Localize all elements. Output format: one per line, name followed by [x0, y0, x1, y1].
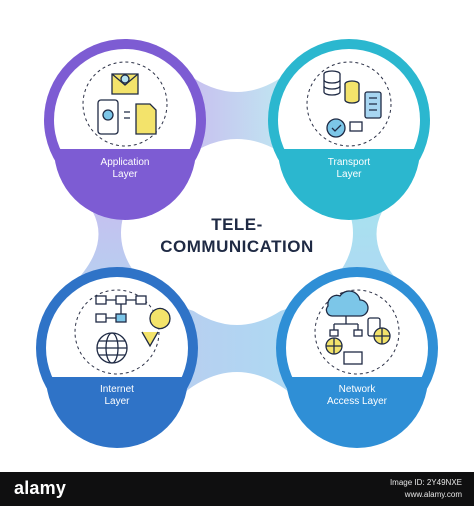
transport-icon	[323, 70, 382, 138]
node-internet-layer	[36, 267, 198, 448]
telecommunication-diagram	[36, 39, 438, 448]
node-label-line2: Layer	[112, 169, 138, 180]
node-application-layer	[44, 39, 206, 220]
node-label-line2: Layer	[336, 169, 362, 180]
internet-icon	[95, 295, 171, 364]
node-label-line1: Application	[100, 157, 150, 168]
dashed-ring	[74, 289, 160, 375]
node-label-band	[286, 377, 428, 448]
node-label-application: Application Layer	[65, 157, 185, 181]
network-access-icon	[325, 290, 391, 365]
site-url: www.alamy.com	[404, 490, 462, 499]
node-label-band	[46, 377, 188, 448]
node-label-internet: Internet Layer	[57, 384, 177, 408]
center-title: TELE- COMMUNICATION	[0, 214, 474, 258]
dashed-ring	[314, 289, 400, 375]
node-label-network-access: Network Access Layer	[297, 384, 417, 408]
dashed-ring	[306, 61, 392, 147]
footer-info: Image ID: 2Y49NXE www.alamy.com	[390, 477, 462, 501]
brand-logo: alamy	[14, 478, 67, 498]
center-title-line1: TELE-	[211, 215, 263, 234]
connector-bottom	[185, 305, 289, 392]
node-label-transport: Transport Layer	[289, 157, 409, 181]
application-icon	[97, 73, 157, 135]
node-label-band	[54, 149, 196, 220]
node-label-line2: Layer	[104, 396, 130, 407]
node-label-line1: Network	[338, 384, 376, 395]
node-label-line2: Access Layer	[326, 396, 388, 407]
node-network-access-layer	[276, 267, 438, 448]
stock-footer: alamy Image ID: 2Y49NXE www.alamy.com	[0, 472, 474, 506]
node-label-line1: Internet	[100, 384, 134, 395]
dashed-ring	[82, 61, 168, 147]
node-label-band	[278, 149, 420, 220]
center-title-line2: COMMUNICATION	[160, 237, 314, 256]
image-id: Image ID: 2Y49NXE	[389, 478, 462, 487]
node-label-line1: Transport	[327, 157, 371, 168]
connector-top	[185, 72, 289, 158]
node-transport-layer	[268, 39, 430, 220]
